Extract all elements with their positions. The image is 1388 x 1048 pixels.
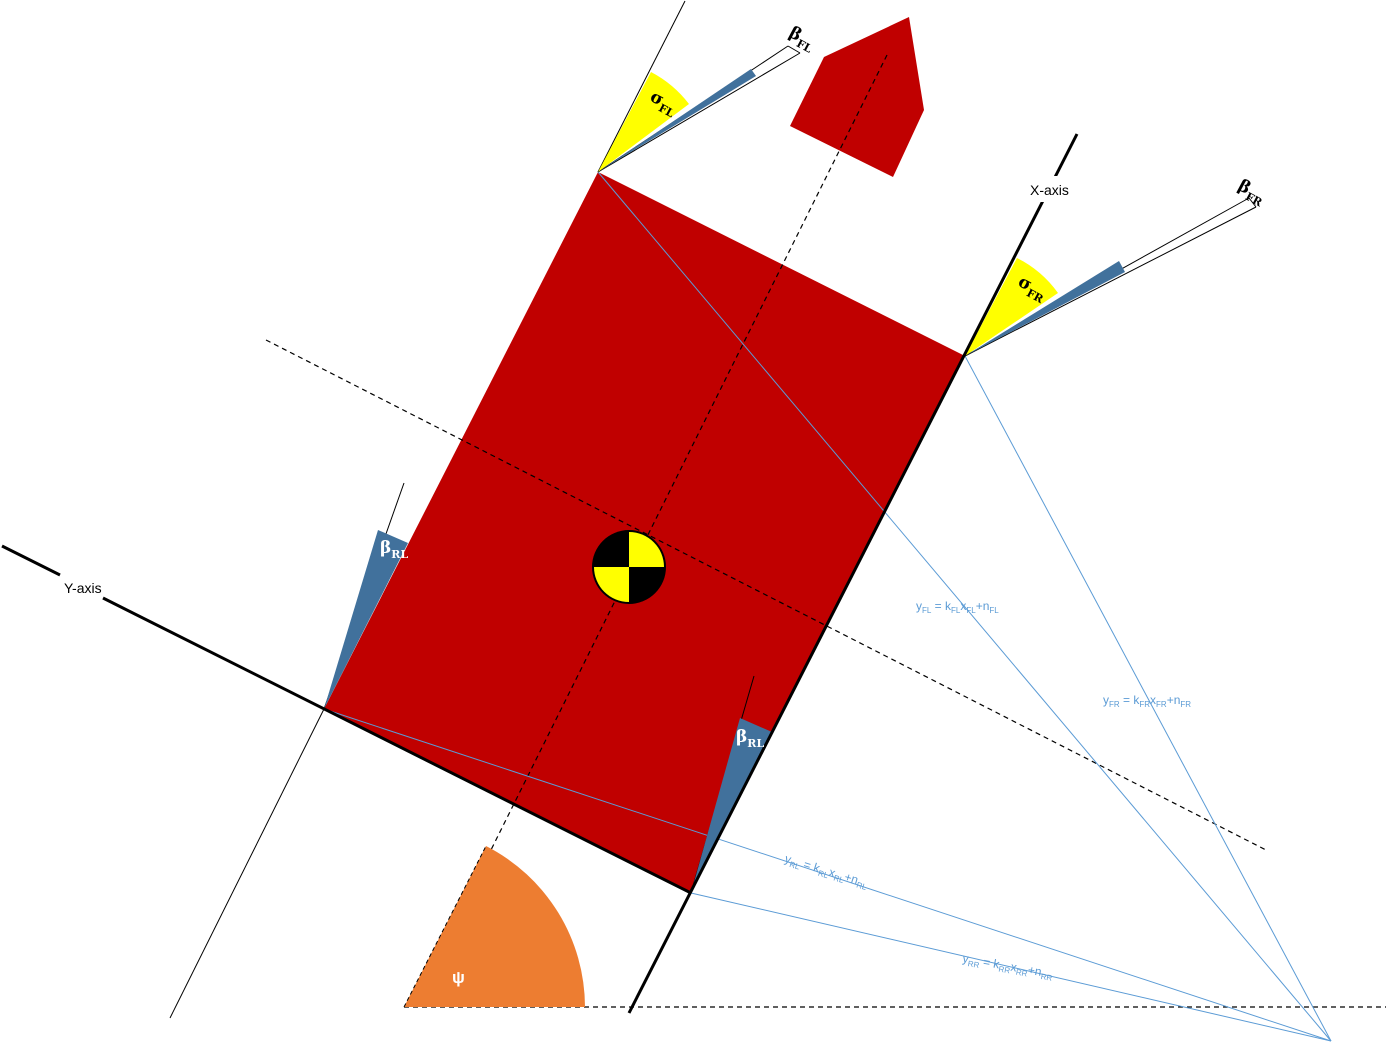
projection-line-rr xyxy=(690,892,1332,1042)
fl-velocity-tick xyxy=(787,45,801,54)
svg-text:yRR = kRRxRR+nRR: yRR = kRRxRR+nRR xyxy=(961,951,1054,983)
y-axis-label: Y-axis xyxy=(64,580,102,596)
svg-text:βFR: βFR xyxy=(1233,176,1269,210)
svg-text:βRL: βRL xyxy=(736,727,764,750)
fr-velocity-tick xyxy=(1248,197,1257,208)
x-axis-line xyxy=(627,133,1079,1014)
cg-quadrant-bottom-left xyxy=(594,567,629,602)
fl-wheel-axis-line xyxy=(597,0,686,173)
beta-rl-left-label: βRL xyxy=(380,538,408,561)
projection-line-fl xyxy=(597,171,1332,1042)
fr-velocity-line-lower xyxy=(964,206,1257,357)
beta-rl-right-label: βRL xyxy=(736,727,764,750)
svg-text:βFL: βFL xyxy=(784,23,819,56)
beta-fl-label: βFL xyxy=(784,23,819,56)
beta-rl-left-wedge xyxy=(324,530,408,709)
equation-fl: yFL = kFLxFL+nFL xyxy=(916,599,999,615)
equation-rl: yRL = kRLxRL+nRL xyxy=(783,851,871,892)
y-axis-line-main xyxy=(102,596,692,895)
y-axis-line-left xyxy=(1,544,61,577)
beta-fr-wedge xyxy=(965,261,1125,356)
sigma-fr-wedge xyxy=(965,258,1058,356)
equation-fr: yFR = kFRxFR+nFR xyxy=(1103,693,1191,709)
svg-text:yFL = kFLxFL+nFL: yFL = kFLxFL+nFL xyxy=(916,599,999,615)
x-axis-label: X-axis xyxy=(1030,182,1069,198)
equation-rr: yRR = kRRxRR+nRR xyxy=(961,951,1054,983)
lateral-centerline xyxy=(265,339,1267,851)
projection-lines xyxy=(323,171,1332,1042)
beta-fl-wedge xyxy=(598,69,756,172)
rl-wheel-axis-line xyxy=(169,708,325,1019)
svg-text:yFR = kFRxFR+nFR: yFR = kFRxFR+nFR xyxy=(1103,693,1191,709)
x-axis-label-bg xyxy=(1022,176,1072,202)
psi-yaw-angle-wedge xyxy=(404,846,585,1007)
psi-label: ψ xyxy=(452,968,465,987)
sigma-fl-wedge xyxy=(598,72,689,172)
cg-quadrant-bottom-right xyxy=(629,567,664,602)
svg-text:βRL: βRL xyxy=(380,538,408,561)
svg-text:yRL = kRLxRL+nRL: yRL = kRLxRL+nRL xyxy=(783,851,871,892)
fl-velocity-line-lower xyxy=(597,52,801,173)
projection-line-rl xyxy=(323,708,1332,1042)
psi-reference-dashed xyxy=(403,845,487,1008)
heading-arrow xyxy=(790,17,924,177)
projection-line-fr xyxy=(964,355,1332,1042)
longitudinal-centerline xyxy=(475,54,888,881)
cg-quadrant-top-left xyxy=(594,532,629,567)
beta-fr-label: βFR xyxy=(1233,176,1269,210)
center-of-gravity-icon xyxy=(592,530,666,604)
cg-quadrant-top-right xyxy=(629,532,664,567)
